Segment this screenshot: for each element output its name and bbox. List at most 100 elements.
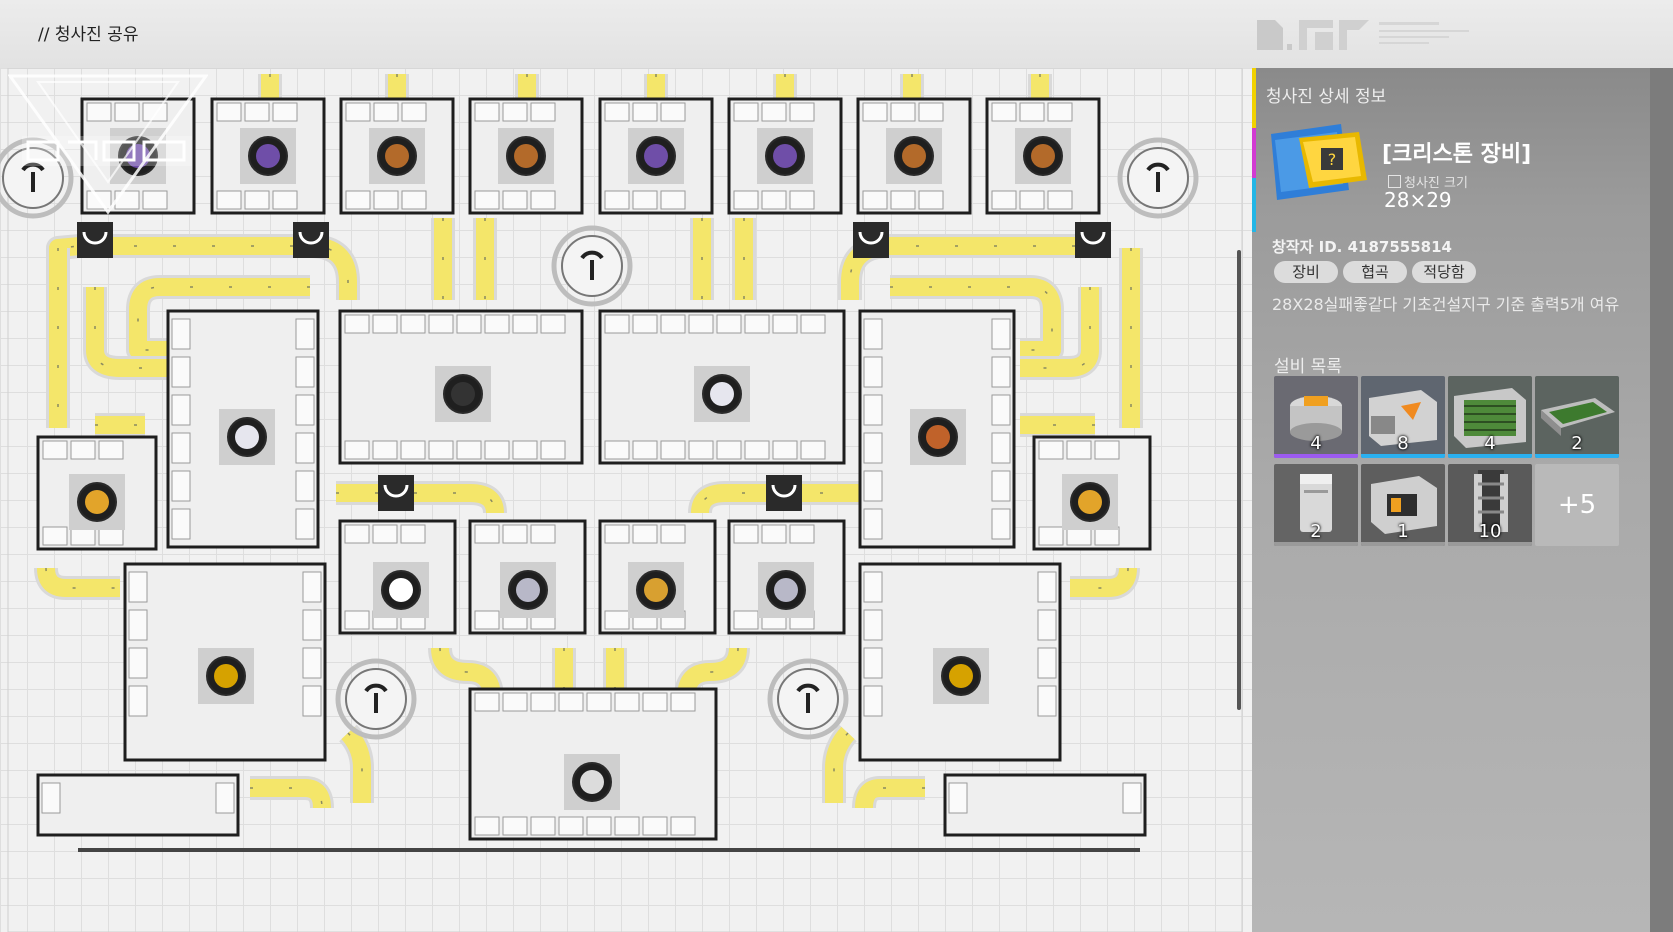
- splitter-block: [378, 475, 414, 511]
- input-port: [772, 314, 798, 334]
- antenna-glyph: [21, 162, 45, 192]
- input-port: [863, 609, 883, 641]
- splitter-glyph: [298, 231, 324, 245]
- input-port: [863, 318, 883, 350]
- output-port: [344, 440, 370, 460]
- gold-part-icon-fill: [949, 664, 973, 688]
- input-port: [660, 524, 686, 544]
- side-rail: [1650, 68, 1673, 932]
- input-port: [128, 685, 148, 717]
- input-port: [863, 432, 883, 464]
- antenna-glyph: [364, 683, 388, 713]
- input-port: [918, 102, 944, 122]
- output-port: [670, 816, 696, 836]
- input-port: [863, 470, 883, 502]
- input-port: [863, 508, 883, 540]
- input-port: [586, 692, 612, 712]
- splitter-glyph: [858, 231, 884, 245]
- input-port: [530, 692, 556, 712]
- splitter-block: [293, 222, 329, 258]
- output-port: [428, 440, 454, 460]
- antenna-glyph: [1146, 162, 1170, 192]
- output-port: [295, 470, 315, 502]
- gold-ore-icon-fill: [1078, 490, 1102, 514]
- equipment-tile[interactable]: 1: [1361, 464, 1445, 546]
- input-port: [1047, 102, 1073, 122]
- input-port: [614, 692, 640, 712]
- antenna-glyph: [580, 250, 604, 280]
- equipment-tile[interactable]: 2: [1274, 464, 1358, 546]
- output-port: [1037, 571, 1057, 603]
- splitter-block: [77, 222, 113, 258]
- output-port: [456, 440, 482, 460]
- input-port: [512, 314, 538, 334]
- input-port: [632, 102, 658, 122]
- equipment-tile[interactable]: 10: [1448, 464, 1532, 546]
- conveyor-belt: [855, 779, 925, 809]
- output-port: [918, 190, 944, 210]
- equipment-tile[interactable]: 4: [1448, 376, 1532, 458]
- output-port: [716, 440, 742, 460]
- output-port: [991, 470, 1011, 502]
- power-node-ring: [1117, 137, 1199, 219]
- output-port: [1037, 609, 1057, 641]
- input-port: [272, 102, 298, 122]
- equipment-tile[interactable]: 4: [1274, 376, 1358, 458]
- splitter-glyph: [771, 484, 797, 498]
- output-port: [302, 571, 322, 603]
- machine: [943, 773, 1147, 837]
- more-equipment-button[interactable]: +5: [1535, 464, 1619, 546]
- output-port: [474, 816, 500, 836]
- input-port: [632, 314, 658, 334]
- fabricator-icon: [1361, 464, 1445, 546]
- input-port: [41, 782, 61, 814]
- white-cube-icon-fill: [235, 425, 259, 449]
- equipment-count: 4: [1310, 433, 1322, 454]
- power-pylon-icon: [1448, 464, 1532, 546]
- more-count: +5: [1557, 490, 1597, 520]
- input-port: [660, 102, 686, 122]
- input-port: [372, 524, 398, 544]
- scrollbar[interactable]: [1237, 250, 1241, 710]
- tag-moderate[interactable]: 적당함: [1412, 261, 1476, 283]
- input-port: [863, 571, 883, 603]
- equipment-tile[interactable]: 2: [1535, 376, 1619, 458]
- splitter-block: [766, 475, 802, 511]
- refinery-unit-icon: [1274, 376, 1358, 458]
- output-port: [761, 190, 787, 210]
- output-port: [632, 440, 658, 460]
- tag-canyon[interactable]: 협곡: [1343, 261, 1407, 283]
- black-cube-icon-fill: [451, 382, 475, 406]
- input-port: [948, 782, 968, 814]
- output-port: [604, 190, 630, 210]
- input-port: [800, 314, 826, 334]
- equipment-count: 2: [1571, 433, 1583, 454]
- ferrium-ore-icon-fill: [1031, 144, 1055, 168]
- output-port: [604, 440, 630, 460]
- equipment-count: 1: [1397, 521, 1409, 542]
- output-port: [216, 190, 242, 210]
- output-port: [373, 190, 399, 210]
- input-port: [604, 102, 630, 122]
- input-port: [863, 356, 883, 388]
- input-port: [484, 314, 510, 334]
- conveyor-belt: [691, 484, 862, 514]
- output-port: [502, 816, 528, 836]
- splitter-glyph: [82, 231, 108, 245]
- output-port: [991, 394, 1011, 426]
- input-port: [744, 314, 770, 334]
- panel-accent-bar: [1252, 68, 1256, 232]
- equipment-tile[interactable]: 8: [1361, 376, 1445, 458]
- output-port: [800, 440, 826, 460]
- input-port: [761, 102, 787, 122]
- blueprint-description: 28X28실패좋같다 기초건설지구 기준 출력5개 여유: [1272, 295, 1620, 314]
- conveyor-arrows: [95, 245, 349, 300]
- blueprint-size-label: 청사진 크기: [1388, 172, 1468, 191]
- output-port: [302, 609, 322, 641]
- tag-equipment[interactable]: 장비: [1274, 261, 1338, 283]
- output-port: [345, 190, 371, 210]
- gold-part-icon-fill: [214, 664, 238, 688]
- input-port: [1094, 440, 1120, 460]
- output-port: [295, 508, 315, 540]
- input-port: [761, 524, 787, 544]
